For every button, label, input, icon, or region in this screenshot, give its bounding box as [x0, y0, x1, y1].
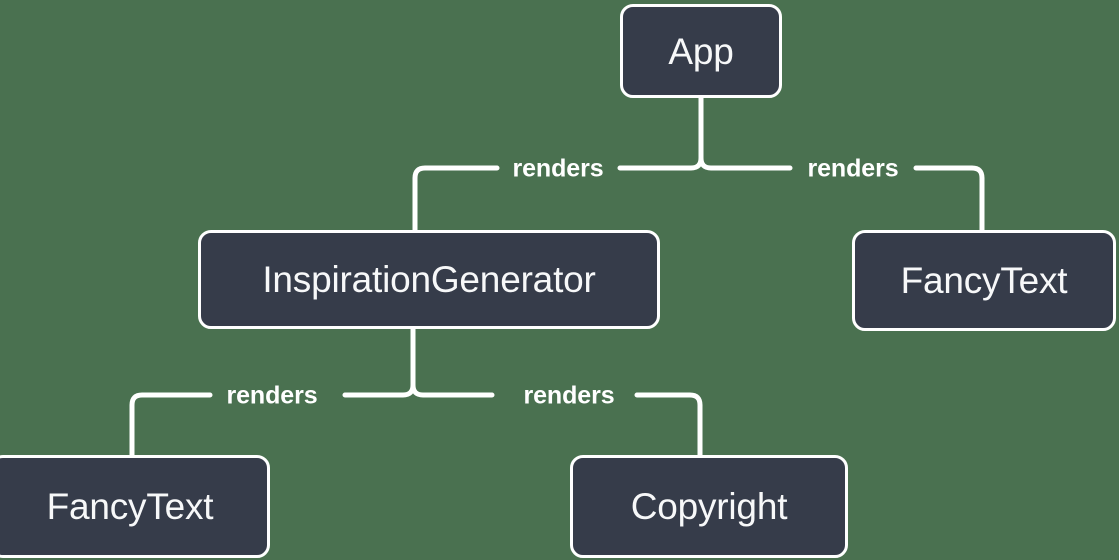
connector-app-to-fancy-text-right	[698, 155, 793, 171]
connector-app-to-inspiration-generator-tail	[412, 165, 500, 233]
node-inspiration-generator[interactable]: InspirationGenerator	[198, 230, 660, 329]
edge-label-inspiration-generator-to-fancy-text: renders	[226, 381, 318, 410]
edge-label-app-to-inspiration-generator: renders	[512, 154, 604, 183]
node-fancy-text-bottom-label: FancyText	[46, 486, 214, 527]
node-copyright-label: Copyright	[630, 486, 788, 527]
connector-inspiration-generator-to-copyright-tail	[634, 392, 703, 458]
edge-label-inspiration-generator-to-copyright: renders	[523, 381, 615, 410]
node-fancy-text-right[interactable]: FancyText	[852, 230, 1116, 331]
node-copyright[interactable]: Copyright	[570, 455, 848, 558]
connector-app-to-inspiration-generator	[617, 155, 704, 171]
connector-inspiration-generator-to-copyright	[410, 382, 495, 398]
node-fancy-text-bottom[interactable]: FancyText	[0, 455, 270, 558]
node-inspiration-generator-label: InspirationGenerator	[262, 259, 596, 300]
connector-inspiration-generator-to-fancy-text	[342, 382, 416, 398]
node-app-label: App	[668, 30, 734, 72]
edge-label-app-to-fancy-text-right: renders	[807, 154, 899, 183]
node-fancy-text-right-label: FancyText	[900, 260, 1068, 301]
connector-inspiration-generator-to-fancy-text-tail	[129, 392, 213, 458]
node-app[interactable]: App	[620, 4, 782, 98]
connector-app-to-fancy-text-right-tail	[913, 165, 985, 233]
